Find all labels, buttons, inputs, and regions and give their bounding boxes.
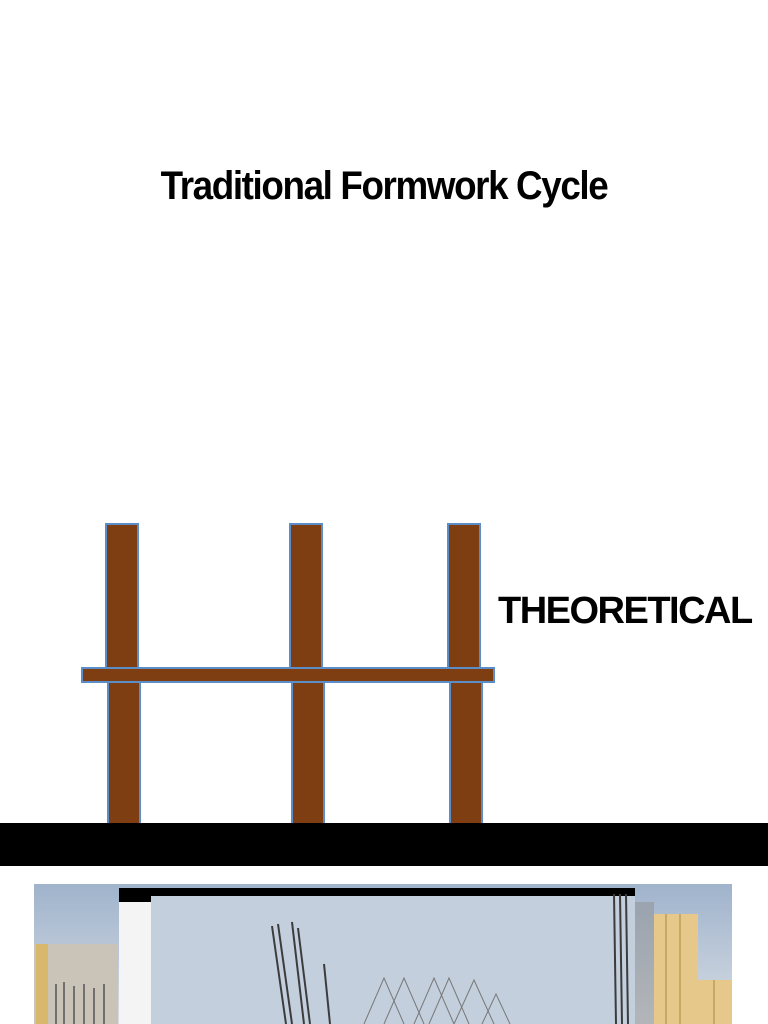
slab-beam — [81, 667, 495, 683]
ground-slab — [0, 823, 768, 866]
construction-site-photo — [34, 884, 732, 1024]
upper-shore-left — [105, 523, 139, 671]
upper-shore-middle — [289, 523, 323, 671]
lower-shore-middle — [291, 679, 325, 827]
formwork-diagram — [81, 523, 495, 827]
page-title: Traditional Formwork Cycle — [160, 164, 609, 208]
lower-shore-right — [449, 679, 483, 827]
lower-shore-left — [107, 679, 141, 827]
construction-site-photo-icon — [34, 884, 732, 1024]
upper-shore-right — [447, 523, 481, 671]
theoretical-label: THEORETICAL — [498, 590, 753, 632]
